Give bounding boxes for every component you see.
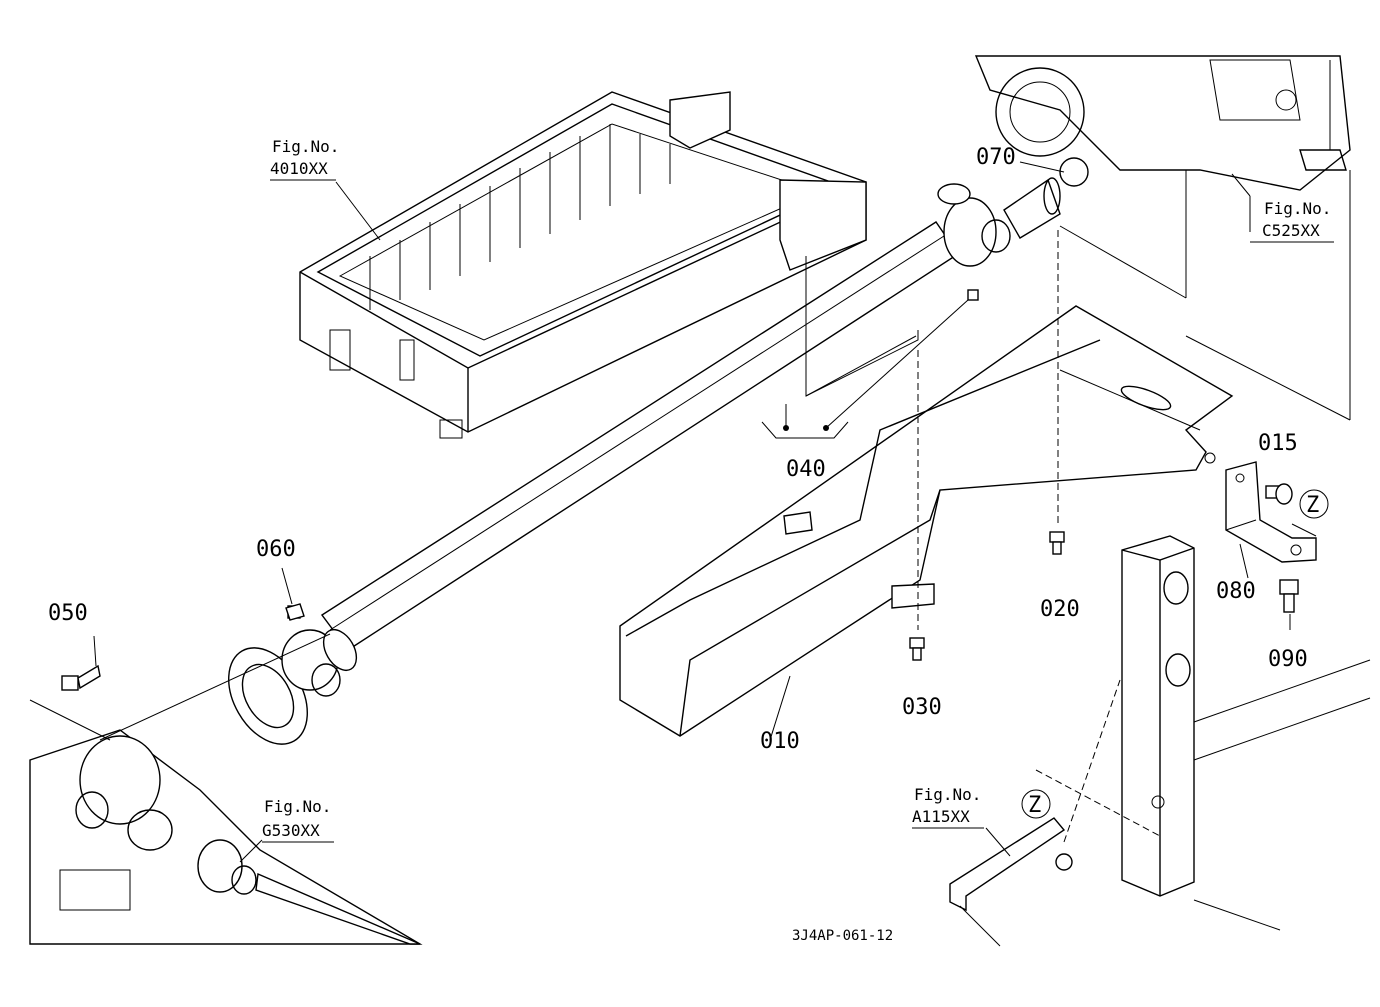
fig-ref-front-axle-line2: G530XX <box>262 821 320 840</box>
part-label-070: 070 <box>976 145 1016 170</box>
oil-pan <box>299 91 867 439</box>
rear-yoke <box>937 177 1061 267</box>
detail-marker-z-lower: Z <box>1021 789 1051 819</box>
part-label-010: 010 <box>760 729 800 754</box>
part-label-060: 060 <box>256 537 296 562</box>
bolt-030 <box>909 350 925 661</box>
text-labels: 010 015 020 030 040 050 060 070 080 090 … <box>48 137 1334 944</box>
part-label-015: 015 <box>1258 431 1298 456</box>
fig-ref-frame-line1: Fig.No. <box>914 785 981 804</box>
part-label-040: 040 <box>786 457 826 482</box>
detail-marker-z-lower-text: Z <box>1028 793 1041 818</box>
frame-post <box>1121 535 1371 931</box>
bolt-090 <box>1279 579 1299 613</box>
bracket-080 <box>1225 461 1317 563</box>
grease-nipple-rear <box>967 289 979 301</box>
drawing-code: 3J4AP-061-12 <box>792 928 893 944</box>
fig-ref-transmission-line1: Fig.No. <box>1264 199 1331 218</box>
fig-ref-oil-pan-line2: 4010XX <box>270 159 328 178</box>
bolt-015 <box>1265 483 1293 505</box>
figure-ref-leaders <box>239 173 1251 863</box>
frame-plate <box>949 817 1073 947</box>
fig-ref-oil-pan-line1: Fig.No. <box>272 137 339 156</box>
detail-marker-z-upper-text: Z <box>1306 493 1319 518</box>
nut-060 <box>285 603 305 621</box>
o-ring-070 <box>1059 157 1089 187</box>
detail-z-leaders <box>1035 523 1317 843</box>
part-label-050: 050 <box>48 601 88 626</box>
bolt-020 <box>1049 230 1065 555</box>
part-label-090: 090 <box>1268 647 1308 672</box>
shaft-cover <box>619 305 1234 737</box>
bolt-050 <box>61 664 101 691</box>
part-label-leaders <box>93 161 1291 741</box>
part-label-080: 080 <box>1216 579 1256 604</box>
part-label-030: 030 <box>902 695 942 720</box>
front-flange <box>228 629 358 745</box>
fig-ref-front-axle-line1: Fig.No. <box>264 797 331 816</box>
part-label-020: 020 <box>1040 597 1080 622</box>
transmission-housing <box>974 55 1351 421</box>
detail-marker-z-upper: Z <box>1299 489 1329 519</box>
front-axle <box>29 633 423 945</box>
fig-ref-frame-line2: A115XX <box>912 807 970 826</box>
fig-ref-transmission-line2: C525XX <box>1262 221 1320 240</box>
